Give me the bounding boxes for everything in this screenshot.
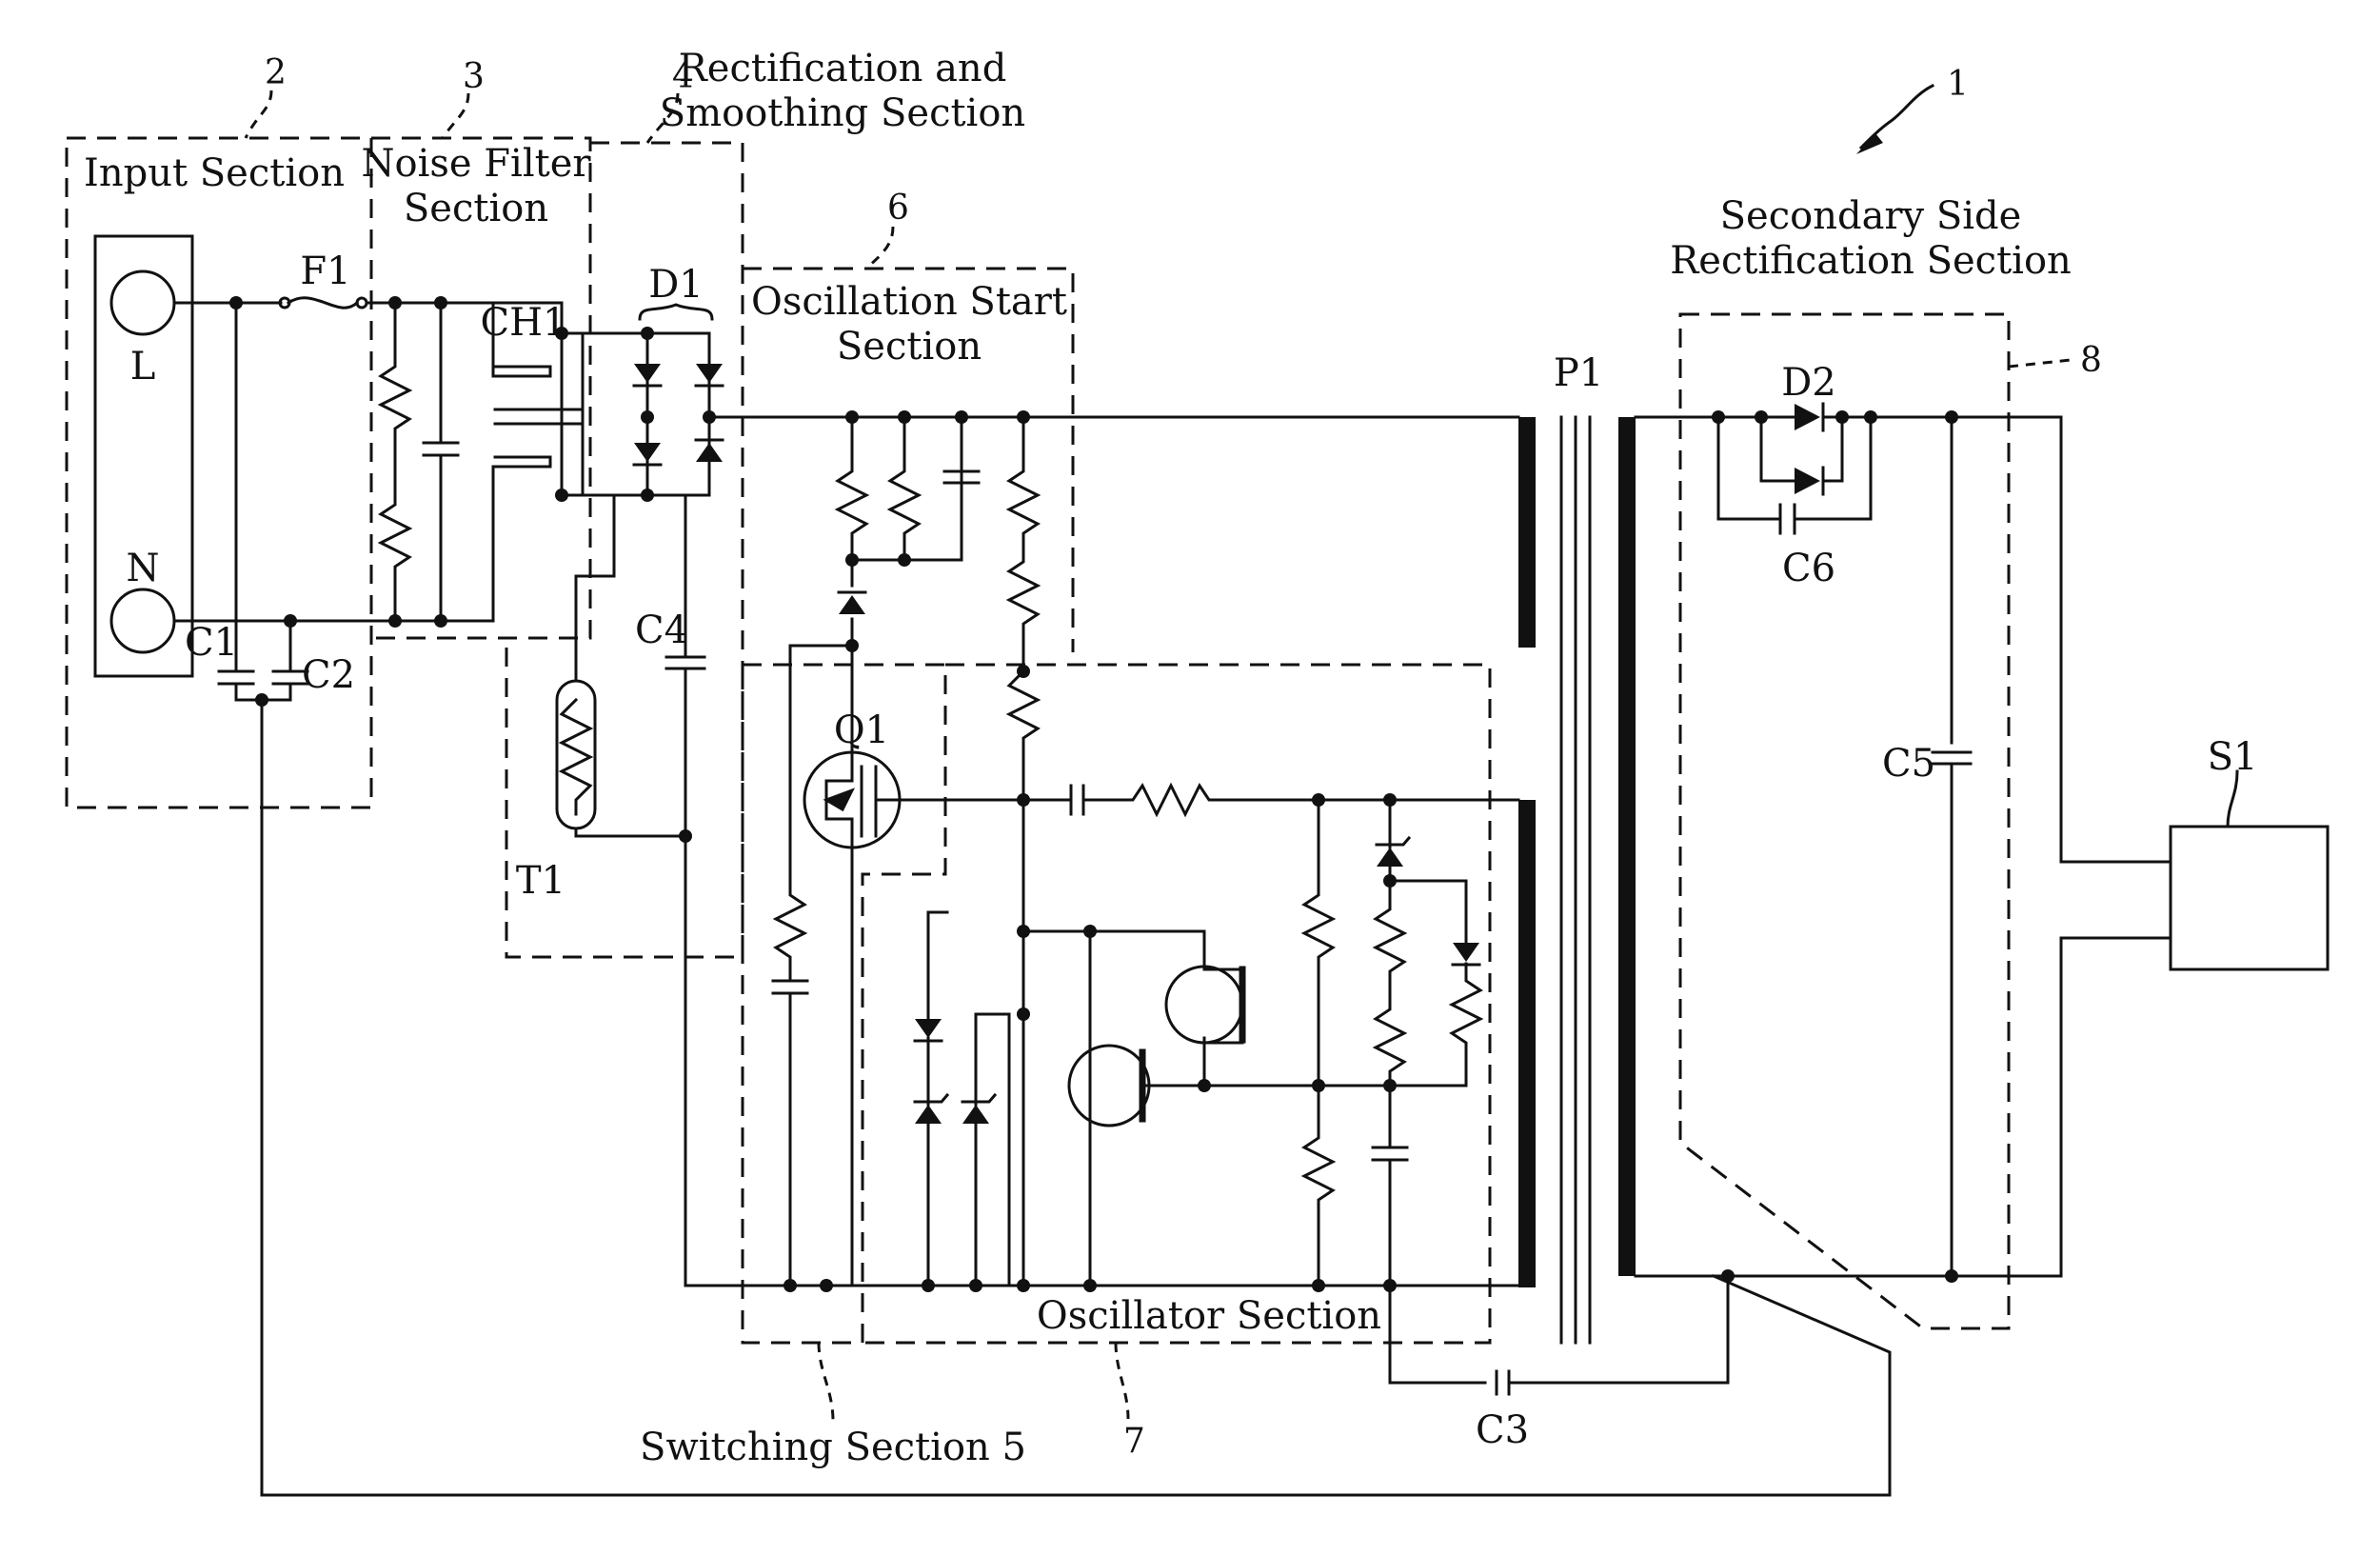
label-T1: T1 <box>516 859 565 903</box>
rect-smooth-label-1: Rectification and <box>679 47 1007 90</box>
switching-section-label: Switching Section 5 <box>640 1426 1026 1469</box>
D1-diode-4 <box>696 443 723 462</box>
label-P1: P1 <box>1554 351 1603 395</box>
label-D2: D2 <box>1781 361 1836 405</box>
junctions <box>229 296 1958 1292</box>
D2-diode-1 <box>1795 404 1820 430</box>
transformer-P1 <box>1518 417 1636 1343</box>
start-diode <box>839 595 865 614</box>
noise-filter-label-2: Section <box>404 187 548 230</box>
noise-filter-label-1: Noise Filter <box>362 142 592 186</box>
primary-winding-upper <box>1518 417 1536 648</box>
diode-right <box>1453 943 1479 962</box>
switching-section-boundary <box>743 665 945 1343</box>
C6-capacitor <box>1780 505 1795 533</box>
terminal-L <box>111 271 174 334</box>
osc-start-label-2: Section <box>837 325 982 369</box>
terminal-N <box>111 589 174 652</box>
label-C4: C4 <box>635 608 688 652</box>
ref-1: 1 <box>1947 65 1969 104</box>
ref-7: 7 <box>1123 1422 1145 1461</box>
secondary-label-2: Rectification Section <box>1670 239 2072 283</box>
zener-left-3 <box>962 1105 989 1124</box>
zener-left-2 <box>915 1105 942 1124</box>
ref-2-leader <box>246 90 271 138</box>
ref-3: 3 <box>463 57 485 96</box>
D1-brace <box>640 305 712 319</box>
label-L: L <box>130 345 156 389</box>
secondary-label-1: Secondary Side <box>1720 194 2022 238</box>
secondary-section-boundary <box>1680 314 2009 1328</box>
ref-1-arrow <box>1856 133 1883 154</box>
osc-start-label-1: Oscillation Start <box>751 280 1067 324</box>
zener-left-1 <box>915 1019 942 1038</box>
label-C5: C5 <box>1882 742 1935 786</box>
primary-winding-lower <box>1518 800 1536 1287</box>
secondary-winding <box>1618 417 1636 1276</box>
ref-7-leader <box>1116 1343 1128 1419</box>
label-C6: C6 <box>1782 547 1835 590</box>
D1-diode-3 <box>634 443 661 462</box>
label-C3: C3 <box>1476 1408 1529 1452</box>
transistor-upper <box>1166 967 1242 1043</box>
ref-3-leader <box>443 93 468 138</box>
core-lines <box>1561 417 1590 1343</box>
label-F1: F1 <box>300 249 350 293</box>
oscillator-section-boundary <box>863 665 1490 1343</box>
oscillator-section-label: Oscillator Section <box>1037 1294 1381 1338</box>
label-D1: D1 <box>648 263 704 307</box>
label-Q1: Q1 <box>834 708 889 752</box>
label-N: N <box>127 547 160 590</box>
zener-right <box>1377 848 1403 867</box>
D1-diode-1 <box>634 364 661 383</box>
input-section-boundary <box>67 138 371 808</box>
ref-6-leader <box>866 227 893 269</box>
ref-5-leader <box>819 1343 833 1421</box>
ref-8-leader <box>2009 360 2071 367</box>
label-CH1: CH1 <box>481 301 567 345</box>
ref-4: 4 <box>672 57 694 96</box>
transistor-lower <box>1069 1046 1149 1126</box>
input-section-label: Input Section <box>84 151 345 195</box>
ref-2: 2 <box>265 53 287 92</box>
ref-8: 8 <box>2080 341 2102 380</box>
section-labels: Input Section Noise Filter Section Recti… <box>84 47 2072 1469</box>
fuse-F1 <box>288 298 357 308</box>
ref-6: 6 <box>887 189 909 228</box>
label-S1: S1 <box>2208 735 2258 779</box>
D1-diode-2 <box>696 364 723 383</box>
D2-diode-2 <box>1795 468 1820 494</box>
label-C2: C2 <box>302 653 355 697</box>
rect-smooth-label-2: Smoothing Section <box>660 91 1025 135</box>
load-S1 <box>2171 827 2328 969</box>
label-C1: C1 <box>185 621 238 665</box>
